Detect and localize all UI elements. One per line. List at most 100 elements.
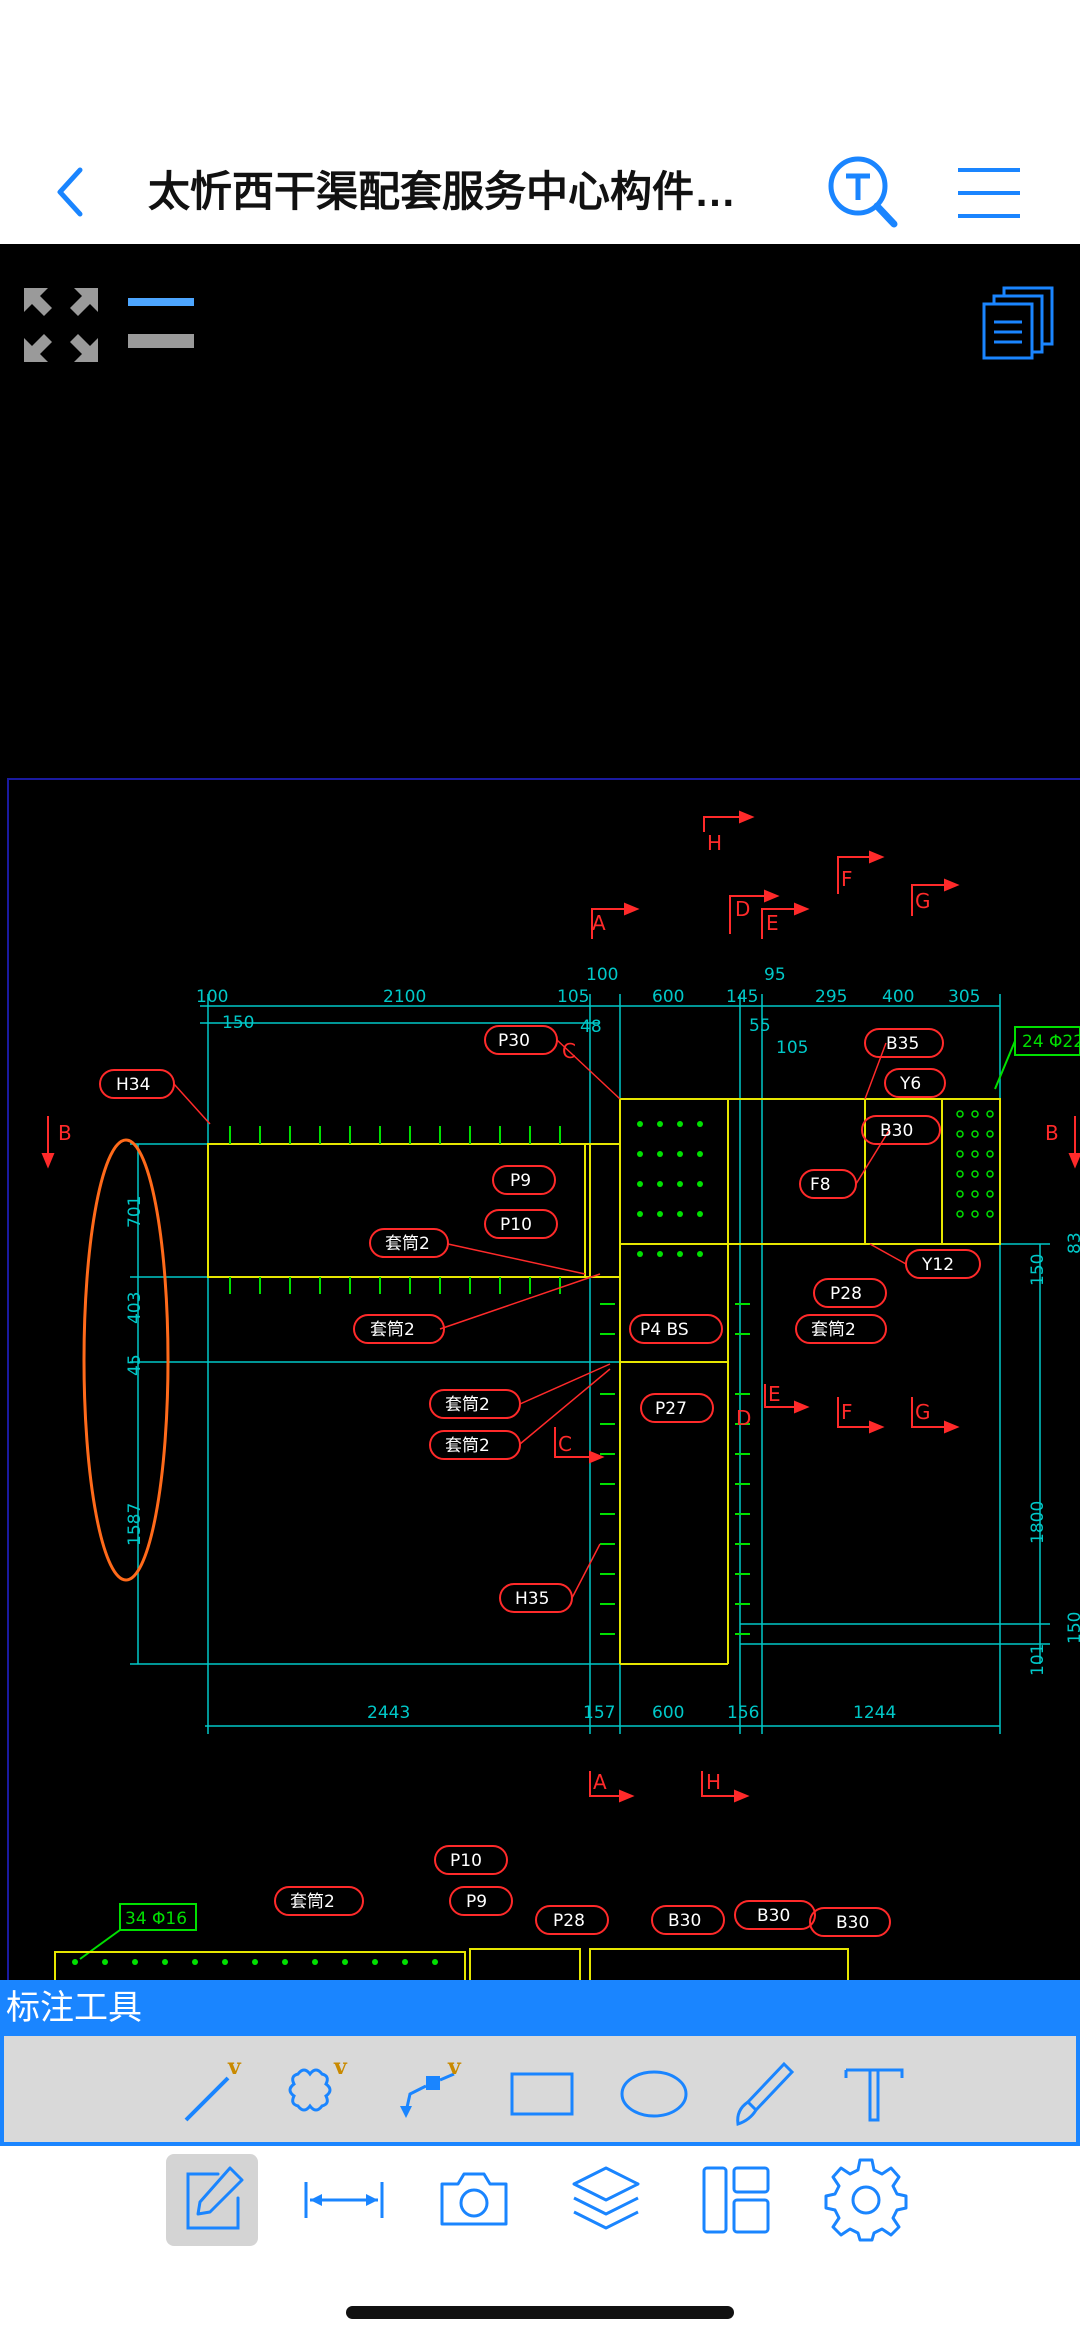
svg-text:B30: B30 bbox=[668, 1911, 701, 1931]
svg-text:Y12: Y12 bbox=[921, 1255, 954, 1275]
svg-text:A: A bbox=[593, 1770, 607, 1794]
svg-text:1800: 1800 bbox=[1028, 1501, 1048, 1544]
expand-arrows-icon[interactable] bbox=[20, 284, 102, 366]
pen-tool[interactable] bbox=[726, 2054, 802, 2130]
svg-text:100: 100 bbox=[586, 965, 618, 985]
layers-icon[interactable] bbox=[560, 2154, 652, 2246]
svg-text:E: E bbox=[766, 911, 779, 935]
svg-text:101: 101 bbox=[1028, 1644, 1048, 1676]
bottom-tab-bar bbox=[0, 2146, 1080, 2341]
top-bar: 太忻西干渠配套服务中心构件… bbox=[0, 140, 1080, 244]
svg-text:1244: 1244 bbox=[853, 1703, 896, 1723]
ellipse-tool[interactable] bbox=[616, 2054, 692, 2130]
svg-text:45: 45 bbox=[125, 1354, 145, 1376]
text-search-icon[interactable] bbox=[822, 150, 906, 234]
svg-text:105: 105 bbox=[776, 1038, 808, 1058]
svg-text:H: H bbox=[707, 831, 722, 855]
svg-text:G: G bbox=[915, 1400, 931, 1424]
document-title: 太忻西干渠配套服务中心构件… bbox=[148, 168, 737, 215]
svg-text:套筒2: 套筒2 bbox=[445, 1436, 490, 1456]
svg-text:P28: P28 bbox=[830, 1284, 862, 1304]
svg-text:套筒2: 套筒2 bbox=[290, 1892, 335, 1912]
svg-text:D: D bbox=[735, 897, 750, 921]
svg-text:F: F bbox=[841, 867, 853, 891]
annotation-label: 标注工具 bbox=[6, 1989, 142, 2027]
svg-text:套筒2: 套筒2 bbox=[370, 1320, 415, 1340]
svg-text:305: 305 bbox=[948, 987, 980, 1007]
svg-text:400: 400 bbox=[882, 987, 914, 1007]
svg-text:105: 105 bbox=[557, 987, 589, 1007]
svg-text:A: A bbox=[592, 911, 606, 935]
svg-text:F8: F8 bbox=[810, 1175, 831, 1195]
pencil-edit-icon[interactable] bbox=[166, 2154, 258, 2246]
svg-text:P9: P9 bbox=[510, 1171, 531, 1191]
svg-text:P10: P10 bbox=[450, 1851, 482, 1871]
svg-text:B30: B30 bbox=[757, 1906, 790, 1926]
svg-text:套筒2: 套筒2 bbox=[385, 1234, 430, 1254]
svg-text:P9: P9 bbox=[466, 1892, 487, 1912]
svg-text:P28: P28 bbox=[553, 1911, 585, 1931]
annotation-tool-strip: v v v bbox=[4, 2036, 1076, 2142]
layout-icon[interactable] bbox=[690, 2154, 782, 2246]
svg-text:Y6: Y6 bbox=[899, 1074, 921, 1094]
svg-text:C: C bbox=[558, 1432, 572, 1456]
svg-text:295: 295 bbox=[815, 987, 847, 1007]
camera-icon[interactable] bbox=[428, 2154, 520, 2246]
svg-text:F: F bbox=[841, 1400, 853, 1424]
svg-text:600: 600 bbox=[652, 987, 684, 1007]
line-tool[interactable]: v bbox=[174, 2054, 250, 2130]
svg-text:600: 600 bbox=[652, 1703, 684, 1723]
svg-text:150: 150 bbox=[1065, 1612, 1080, 1644]
svg-text:B30: B30 bbox=[836, 1913, 869, 1933]
svg-text:G: G bbox=[915, 889, 931, 913]
svg-text:157: 157 bbox=[583, 1703, 615, 1723]
svg-text:P27: P27 bbox=[655, 1399, 687, 1419]
svg-text:v: v bbox=[227, 2054, 242, 2080]
text-tool[interactable] bbox=[836, 2054, 912, 2130]
svg-text:24 Φ22: 24 Φ22 bbox=[1022, 1032, 1080, 1052]
gear-icon[interactable] bbox=[820, 2154, 912, 2246]
svg-text:套筒2: 套筒2 bbox=[811, 1320, 856, 1340]
svg-text:B35: B35 bbox=[886, 1034, 919, 1054]
svg-text:34 Φ16: 34 Φ16 bbox=[125, 1909, 187, 1929]
rectangle-tool[interactable] bbox=[504, 2054, 580, 2130]
leader-arrow-tool[interactable]: v bbox=[394, 2054, 470, 2130]
svg-text:100: 100 bbox=[196, 987, 228, 1007]
layer-lines-icon[interactable] bbox=[126, 294, 196, 350]
sheets-stack-icon[interactable] bbox=[982, 284, 1056, 360]
measure-arrow-icon[interactable] bbox=[298, 2154, 390, 2246]
svg-text:701: 701 bbox=[125, 1196, 145, 1228]
svg-text:E: E bbox=[768, 1382, 781, 1406]
svg-text:D: D bbox=[736, 1406, 751, 1430]
chevron-left-icon[interactable] bbox=[46, 164, 102, 220]
svg-text:48: 48 bbox=[580, 1017, 602, 1037]
svg-text:P10: P10 bbox=[500, 1215, 532, 1235]
home-indicator bbox=[346, 2306, 734, 2319]
svg-text:P30: P30 bbox=[498, 1031, 530, 1051]
svg-text:55: 55 bbox=[749, 1016, 771, 1036]
svg-text:H35: H35 bbox=[515, 1589, 549, 1609]
annotation-toolbar: v v v bbox=[0, 2036, 1080, 2146]
svg-text:83: 83 bbox=[1065, 1232, 1080, 1254]
svg-text:套筒2: 套筒2 bbox=[445, 1395, 490, 1415]
svg-text:150: 150 bbox=[222, 1013, 254, 1033]
svg-text:403: 403 bbox=[125, 1292, 145, 1324]
svg-text:1587: 1587 bbox=[125, 1503, 145, 1546]
svg-text:156: 156 bbox=[727, 1703, 759, 1723]
svg-text:P4 BS: P4 BS bbox=[640, 1320, 689, 1340]
svg-text:v: v bbox=[447, 2054, 462, 2080]
svg-text:H34: H34 bbox=[116, 1075, 150, 1095]
svg-text:B: B bbox=[1045, 1121, 1059, 1145]
svg-text:95: 95 bbox=[764, 965, 786, 985]
svg-text:150: 150 bbox=[1028, 1254, 1048, 1286]
annotation-toolbar-header: 标注工具 bbox=[0, 1980, 1080, 2036]
cloud-tool[interactable]: v bbox=[280, 2054, 356, 2130]
svg-text:2443: 2443 bbox=[367, 1703, 410, 1723]
svg-text:B30: B30 bbox=[880, 1121, 913, 1141]
svg-text:145: 145 bbox=[726, 987, 758, 1007]
svg-text:v: v bbox=[333, 2054, 348, 2080]
status-bar bbox=[0, 0, 1080, 140]
hamburger-menu-icon[interactable] bbox=[954, 158, 1024, 228]
